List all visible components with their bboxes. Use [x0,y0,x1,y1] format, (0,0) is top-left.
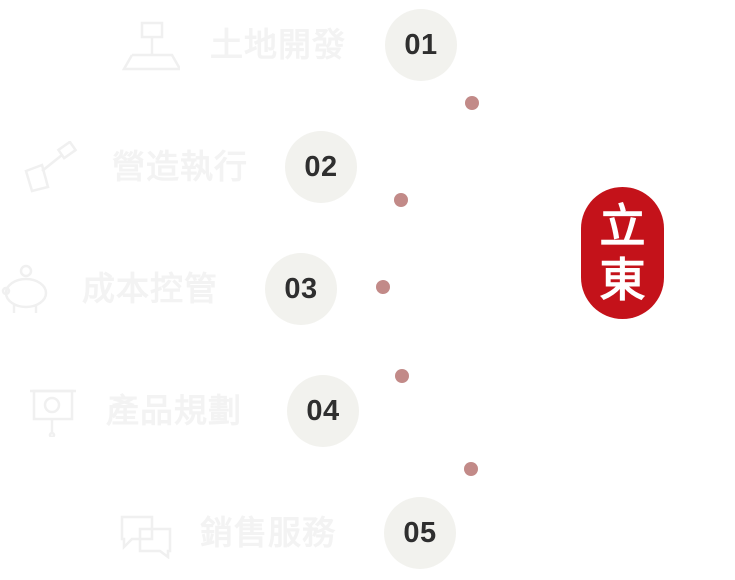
menu-item-label: 產品規劃 [106,391,242,430]
connector-dot [465,96,479,110]
brand-logo: 立 東 [581,187,664,319]
connector-dot [464,462,478,476]
menu-item-sales-service[interactable]: 銷售服務 05 [118,497,458,569]
menu-item-label: 成本控管 [82,269,218,308]
connector-dot [376,280,390,294]
menu-number-badge[interactable]: 02 [285,131,357,203]
menu-item-label: 銷售服務 [200,513,336,552]
piggy-bank-icon [0,263,60,315]
menu-item-label: 土地開發 [210,25,346,64]
chat-bubbles-icon [118,507,178,560]
menu-number-badge[interactable]: 04 [287,375,359,447]
menu-number-badge[interactable]: 05 [384,497,456,569]
connector-dot [394,193,408,207]
trowel-icon [22,140,82,193]
land-survey-icon [120,19,183,71]
menu-item-product-planning[interactable]: 產品規劃 04 [26,375,361,447]
presentation-board-icon [26,385,86,439]
menu-number-badge[interactable]: 03 [265,253,337,325]
logo-char-bottom: 東 [599,253,646,307]
logo-char-top: 立 [599,199,646,253]
menu-item-construction[interactable]: 營造執行 02 [22,131,359,203]
menu-item-label: 營造執行 [112,147,248,186]
menu-item-land-development[interactable]: 土地開發 01 [118,9,458,81]
menu-item-cost-control[interactable]: 成本控管 03 [0,253,338,325]
menu-number-badge[interactable]: 01 [385,9,457,81]
connector-dot [395,369,409,383]
